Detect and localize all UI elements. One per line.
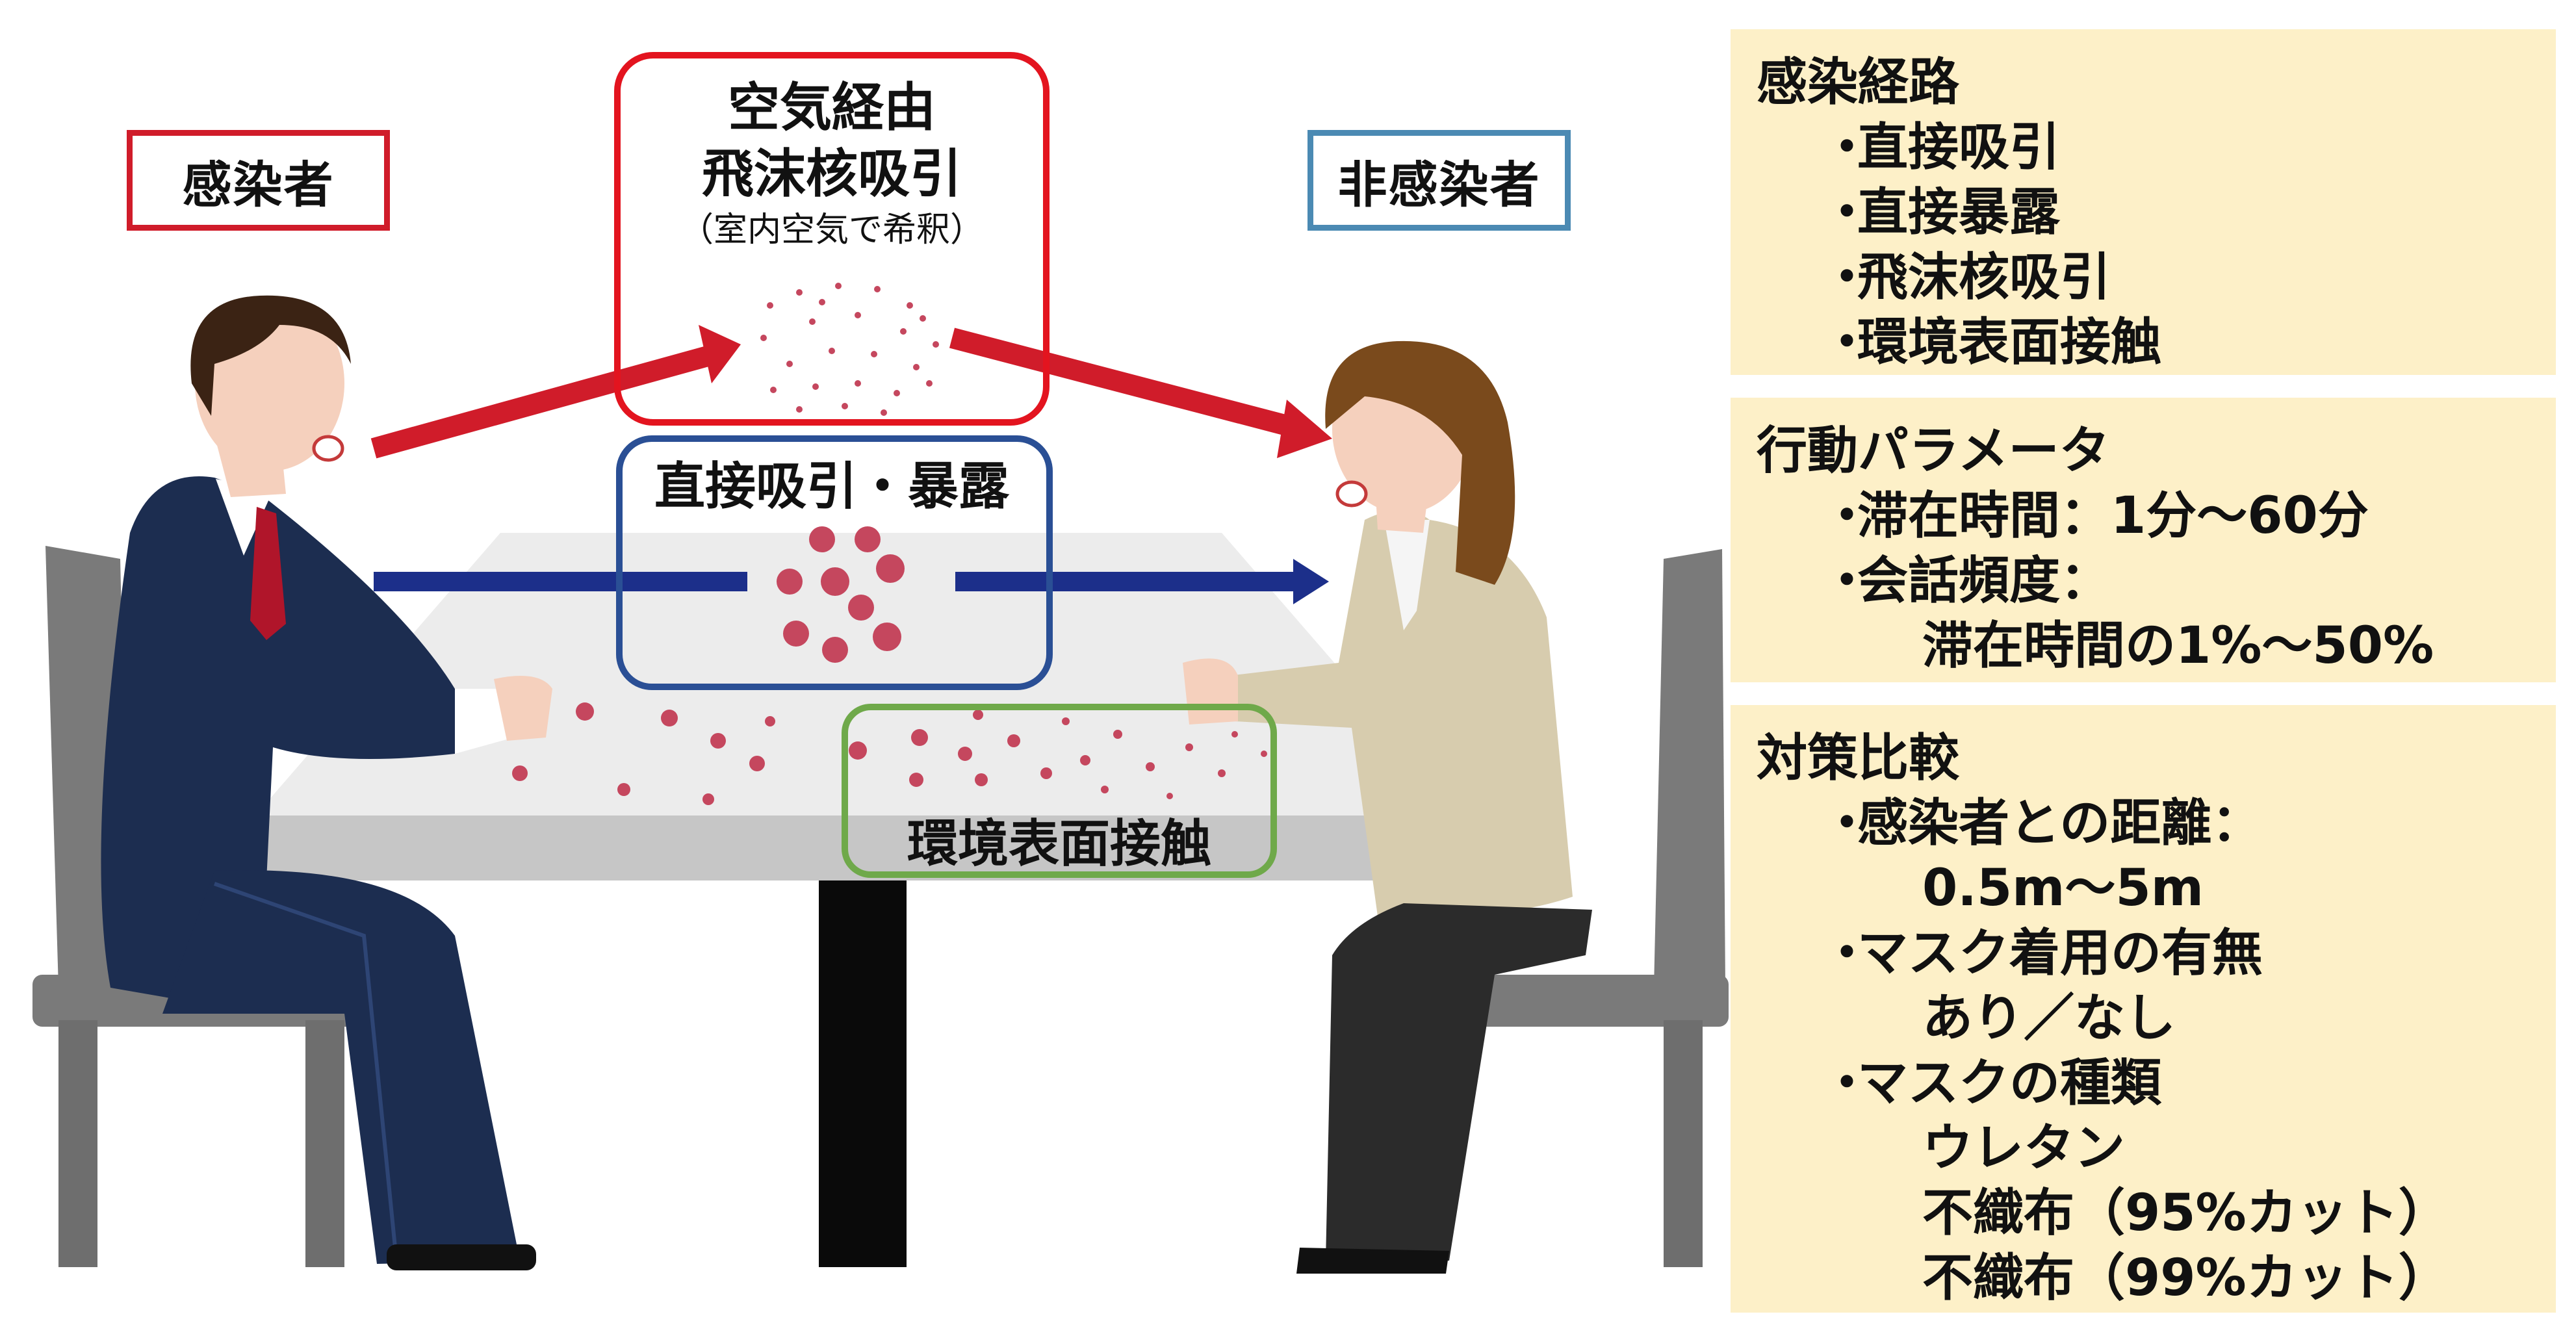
list-item-text: 会話頻度： (1857, 552, 2111, 610)
panel-infection-routes: 感染経路 ・直接吸引 ・直接暴露 ・飛沫核吸引 ・環境表面接触 (1731, 29, 2556, 375)
infected-label-text: 感染者 (182, 155, 335, 214)
bullet: ・ (1822, 552, 1873, 610)
list-item-text: マスクの種類 (1857, 1054, 2162, 1112)
list-item-continuation: ウレタン (1922, 1119, 2126, 1177)
list-item: ・直接暴露 (1757, 180, 2530, 245)
airborne-arrow-right (949, 328, 1332, 458)
infected-person (101, 295, 552, 1270)
list-item-text: 環境表面接触 (1857, 313, 2162, 372)
panel-title: 対策比較 (1757, 729, 1960, 788)
non-infected-label: 非感染者 (1307, 130, 1571, 231)
airborne-route-note: （室内空気で希釈） (679, 211, 984, 250)
bullet: ・ (1822, 248, 1873, 307)
bullet: ・ (1822, 1054, 1873, 1112)
list-item-text: 直接暴露 (1857, 183, 2061, 242)
bullet: ・ (1822, 183, 1873, 242)
list-item-text: 飛沫核吸引 (1857, 248, 2111, 307)
list-item: ・会話頻度： (1757, 548, 2530, 613)
infected-label: 感染者 (127, 130, 390, 231)
panel-behavior-parameters: 行動パラメータ ・滞在時間：1分～60分 ・会話頻度： 滞在時間の1%～50% (1731, 398, 2556, 682)
surface-droplets (512, 702, 1267, 805)
panel-title: 行動パラメータ (1757, 422, 2110, 480)
non-infected-label-text: 非感染者 (1337, 155, 1541, 214)
list-item-continuation: あり／なし (1922, 989, 2176, 1047)
list-item-continuation: 不織布（95%カット） (1922, 1184, 2449, 1242)
bullet: ・ (1822, 313, 1873, 372)
list-item: ・飛沫核吸引 (1757, 245, 2530, 310)
list-item-continuation: 0.5m～5m (1922, 859, 2204, 918)
direct-route-label: 直接吸引・暴露 (654, 457, 1009, 516)
list-item: ・マスクの種類 (1757, 1051, 2530, 1116)
panel-countermeasures: 対策比較 ・感染者との距離： 0.5m～5m ・マスク着用の有無 あり／なし ・… (1731, 705, 2556, 1313)
list-item-text: 滞在時間：1分～60分 (1857, 487, 2369, 545)
list-item-continuation: 滞在時間の1%～50% (1922, 617, 2434, 675)
airborne-route-subtitle: 飛沫核吸引 (702, 144, 962, 204)
list-item: ・マスク着用の有無 (1757, 921, 2530, 986)
bullet: ・ (1822, 118, 1873, 177)
list-item-text: 感染者との距離： (1857, 794, 2263, 853)
bullet: ・ (1822, 794, 1873, 853)
surface-route-label: 環境表面接触 (907, 815, 1211, 873)
list-item: ・滞在時間：1分～60分 (1757, 483, 2530, 548)
list-item: ・環境表面接触 (1757, 310, 2530, 375)
airborne-arrow-left (370, 325, 741, 459)
airborne-route-title: 空気経由 (728, 77, 936, 138)
list-item: ・直接吸引 (1757, 115, 2530, 180)
list-item-continuation: 不織布（99%カット） (1922, 1249, 2449, 1307)
bullet: ・ (1822, 487, 1873, 545)
list-item-text: 直接吸引 (1857, 118, 2061, 177)
direct-arrow (374, 559, 1329, 604)
list-item-text: マスク着用の有無 (1857, 924, 2263, 983)
airborne-route-box (614, 52, 1050, 426)
list-item: ・感染者との距離： (1757, 791, 2530, 856)
airborne-droplets (760, 283, 939, 416)
surface-route-box (842, 704, 1277, 878)
direct-route-box (616, 435, 1053, 690)
non-infected-person (1183, 340, 1592, 1274)
bullet: ・ (1822, 924, 1873, 983)
direct-droplets (777, 526, 905, 663)
panel-title: 感染経路 (1757, 53, 1960, 112)
